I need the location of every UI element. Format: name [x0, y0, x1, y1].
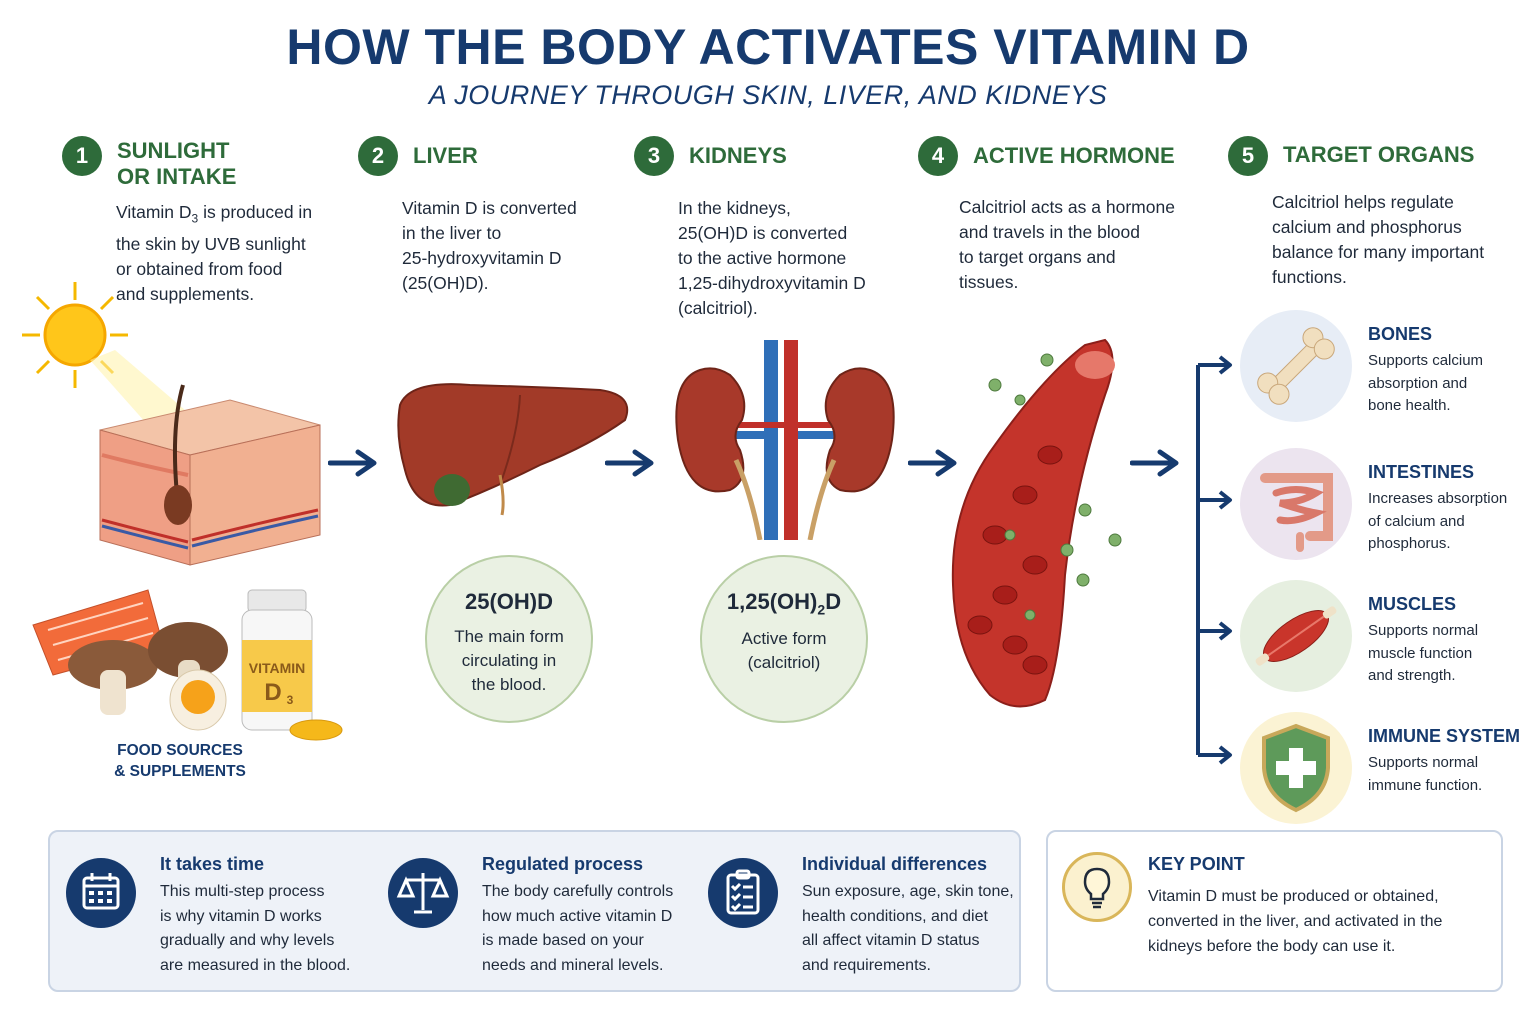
- step-number: 5: [1228, 136, 1268, 176]
- calendar-icon: [66, 858, 136, 928]
- svg-text:D: D: [264, 679, 281, 706]
- step-description: In the kidneys, 25(OH)D is converted to …: [678, 198, 866, 318]
- lightbulb-icon: [1062, 852, 1132, 922]
- info-individual-differences: Individual differences Sun exposure, age…: [708, 832, 1018, 992]
- sun-skin-illustration: [22, 282, 321, 566]
- scale-icon: [388, 858, 458, 928]
- calcitriol-circle: 1,25(OH)2D Active form (calcitriol): [700, 555, 868, 723]
- key-point-panel: KEY POINT Vitamin D must be produced or …: [1046, 830, 1503, 992]
- arrow-right-icon: [1130, 449, 1179, 477]
- arrow-right-icon: [328, 449, 377, 477]
- page-title: HOW THE BODY ACTIVATES VITAMIN D: [286, 19, 1250, 75]
- svg-text:3: 3: [287, 693, 294, 707]
- step-description: Calcitriol helps regulate calcium and ph…: [1272, 192, 1485, 287]
- shield-icon: [1240, 712, 1352, 824]
- vitamin-bottle-icon: VITAMIN D 3: [241, 589, 343, 741]
- step-number: 2: [358, 136, 398, 176]
- kidneys-illustration: [675, 340, 895, 540]
- food-sources-illustration: VITAMIN D 3: [32, 589, 343, 741]
- step-heading: TARGET ORGANS: [1283, 142, 1475, 167]
- step-description: Vitamin D3 is produced in the skin by UV…: [116, 202, 313, 304]
- step-heading: KIDNEYS: [689, 143, 787, 168]
- step-kidneys: 3 KIDNEYS In the kidneys, 25(OH)D is con…: [634, 136, 904, 326]
- clipboard-checklist-icon: [708, 858, 778, 928]
- step-description: Vitamin D is converted in the liver to 2…: [402, 198, 577, 293]
- food-sources-label: FOOD SOURCES & SUPPLEMENTS: [114, 742, 246, 780]
- arrow-right-icon: [605, 449, 654, 477]
- step-sunlight: 1 SUNLIGHT OR INTAKE Vitamin D3 is produ…: [62, 136, 342, 306]
- skin-block-icon: [99, 384, 321, 566]
- step-target-organs: 5 TARGET ORGANS Calcitriol helps regulat…: [1228, 136, 1528, 306]
- svg-text:VITAMIN: VITAMIN: [249, 660, 306, 676]
- bone-icon: [1240, 310, 1352, 422]
- muscle-icon: [1240, 580, 1352, 692]
- blood-vessel-illustration: [951, 338, 1122, 708]
- step-liver: 2 LIVER Vitamin D is converted in the li…: [358, 136, 618, 306]
- intestines-icon: [1240, 448, 1352, 560]
- step-heading: ACTIVE HORMONE: [973, 143, 1175, 168]
- egg-icon: [169, 669, 227, 731]
- organ-branch-connector: [1196, 355, 1232, 765]
- step-description: Calcitriol acts as a hormone and travels…: [959, 197, 1175, 292]
- page-subtitle: A JOURNEY THROUGH SKIN, LIVER, AND KIDNE…: [428, 80, 1108, 110]
- step-number: 1: [62, 136, 102, 176]
- step-active-hormone: 4 ACTIVE HORMONE Calcitriol acts as a ho…: [918, 136, 1208, 306]
- liver-illustration: [397, 383, 629, 516]
- step-number: 4: [918, 136, 958, 176]
- arrow-right-icon: [908, 449, 957, 477]
- step-heading: LIVER: [413, 143, 478, 168]
- step-heading: SUNLIGHT OR INTAKE: [117, 138, 237, 189]
- 25ohd-circle: 25(OH)D The main form circulating in the…: [425, 555, 593, 723]
- info-regulated-process: Regulated process The body carefully con…: [388, 832, 708, 992]
- step-number: 3: [634, 136, 674, 176]
